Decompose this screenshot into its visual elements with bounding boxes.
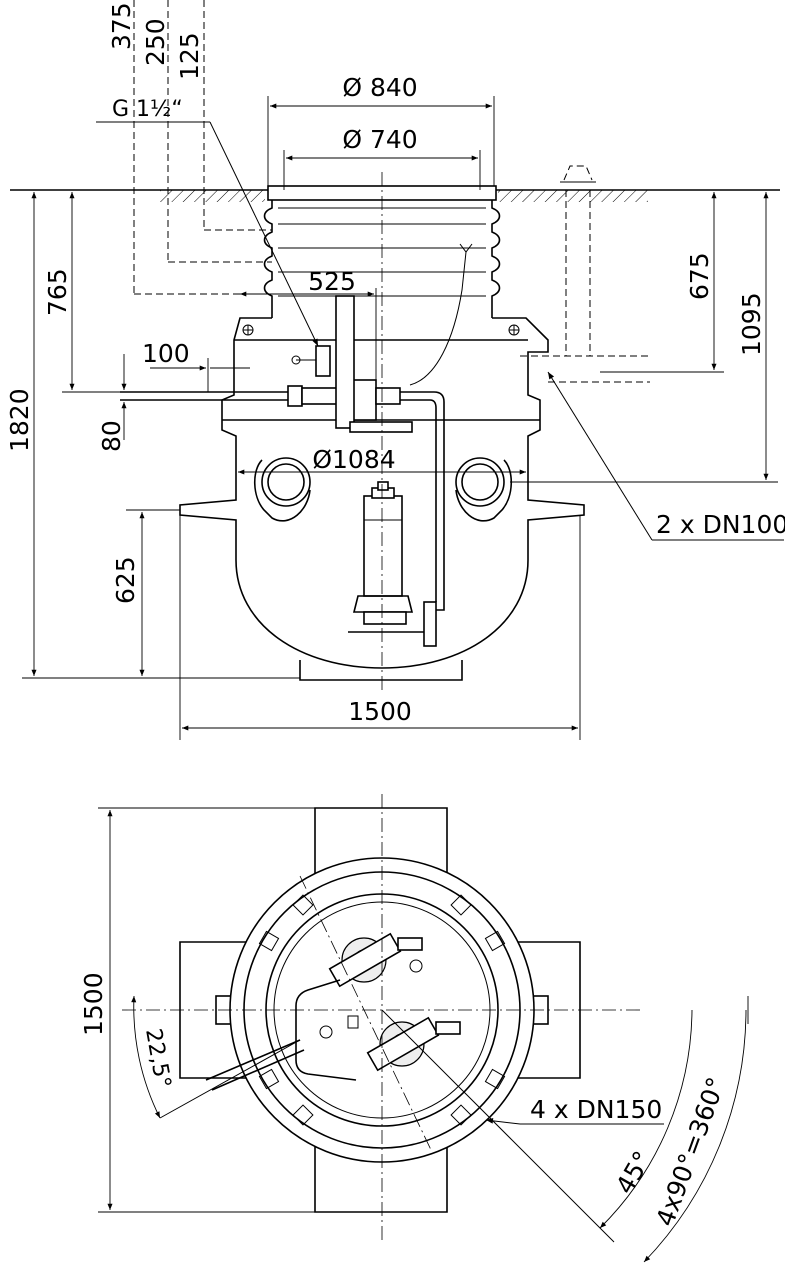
outlet-notches [258,894,506,1126]
outlet-callout: 4 x DN150 [485,1095,664,1125]
plan-diagonal [299,875,433,1153]
dim-675: 675 [600,192,724,373]
dim-1500-side: 1500 [179,515,581,740]
angle-360-label: 4x90°=360° [650,1073,731,1230]
angle-45-label: 45° [610,1146,657,1199]
inlet-callout: 2 x DN100 [547,371,785,541]
dim-100: 100 [142,339,250,392]
discharge-pipework [120,243,473,647]
inlet-label: 2 x DN100 [656,510,785,539]
dim-1500-plan: 1500 [79,807,315,1213]
dim-525: 525 [240,267,377,380]
dim-765: 765 [43,189,130,393]
dim-1820-label: 1820 [5,388,34,452]
plan-pump-upper [328,932,423,988]
inlet-right [455,457,513,522]
dim-375-label: 375 [107,2,136,50]
dim-740-label: Ø 740 [342,125,417,154]
dim-765-label: 765 [43,268,72,316]
dim-625-label: 625 [111,556,140,604]
submersible-pump [348,481,430,633]
ground-line [10,189,780,202]
tank-body [179,317,585,681]
depth-reference-lines [133,0,650,383]
dim-675-label: 675 [685,252,714,300]
dim-100-label: 100 [142,339,190,368]
thread-label: G 1½“ [112,97,183,122]
plan-pump-lower [319,1016,461,1072]
dim-1084-label: Ø1084 [312,445,395,474]
angle-22-5-label: 22,5° [140,1027,175,1090]
angle-22-5: 22,5° [131,995,175,1119]
dim-625: 625 [111,509,180,676]
dim-840: Ø 840 [267,73,495,186]
angle-360: 4x90°=360° [643,996,749,1263]
dim-1500-plan-label: 1500 [79,972,108,1036]
dim-740: Ø 740 [283,125,481,190]
inlet-left [253,457,311,522]
dim-125-label: 125 [175,32,204,80]
dim-525-label: 525 [308,267,356,296]
plan-view: 1500 22,5° 4 x DN150 45° 4x90°=360° [79,794,749,1263]
outlet-label: 4 x DN150 [530,1095,662,1124]
side-view: Ø 840 Ø 740 375 250 125 G 1½“ 525 [5,0,785,740]
dim-80-label: 80 [97,420,126,452]
dim-840-label: Ø 840 [342,73,417,102]
dim-80: 80 [97,354,127,452]
plan-discharge [205,1039,301,1081]
dim-1500-side-label: 1500 [348,697,412,726]
dim-1095-label: 1095 [737,292,766,356]
dim-1084: Ø1084 [238,445,526,475]
thread-callout: G 1½“ [96,97,319,347]
dim-1820: 1820 [5,189,300,679]
dim-1095: 1095 [510,192,778,483]
plan-pipe-loop [295,979,357,1081]
dim-250-label: 250 [141,18,170,66]
